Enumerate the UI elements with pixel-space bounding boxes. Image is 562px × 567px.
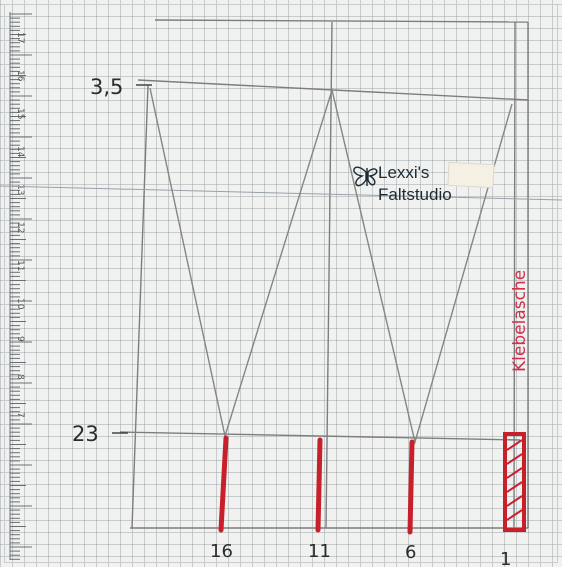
ruler-number: 14	[15, 146, 25, 158]
top-measure-label: 3,5	[90, 75, 123, 99]
ruler-number: 9	[15, 336, 25, 342]
logo-line-2: Faltstudio	[378, 185, 452, 204]
label-sticker	[447, 161, 495, 189]
mark-label-6: 6	[405, 542, 416, 563]
ruler-number: 7	[15, 412, 25, 418]
ruler-number: 13	[15, 184, 25, 195]
logo-line-1: Lexxi's	[378, 163, 429, 182]
mark-label-11: 11	[308, 541, 331, 562]
red-marker-lines	[218, 435, 415, 535]
pencil-outline	[0, 19, 562, 529]
ruler-number: 12	[15, 222, 25, 233]
ruler-number: 8	[15, 374, 25, 380]
ruler-number: 15	[15, 108, 25, 119]
mark-label-16: 16	[210, 541, 233, 562]
zigzag-fold-lines	[149, 87, 513, 445]
ruler-scale	[9, 12, 32, 560]
ruler-number: 17	[15, 32, 25, 43]
ruler-numbers: 17 16 15 14 13 12 11 10 9 8 7	[15, 32, 25, 418]
ruler-number: 16	[15, 70, 25, 82]
glue-flap-label: Klebelasche	[510, 270, 530, 372]
ruler-number: 10	[15, 298, 25, 310]
glue-flap	[503, 432, 526, 532]
bottom-measure-label: 23	[72, 422, 99, 446]
ruler-number: 11	[15, 260, 25, 271]
studio-logo: Lexxi's Faltstudio	[353, 163, 452, 204]
mark-label-1: 1	[500, 549, 511, 567]
butterfly-icon	[353, 166, 378, 187]
